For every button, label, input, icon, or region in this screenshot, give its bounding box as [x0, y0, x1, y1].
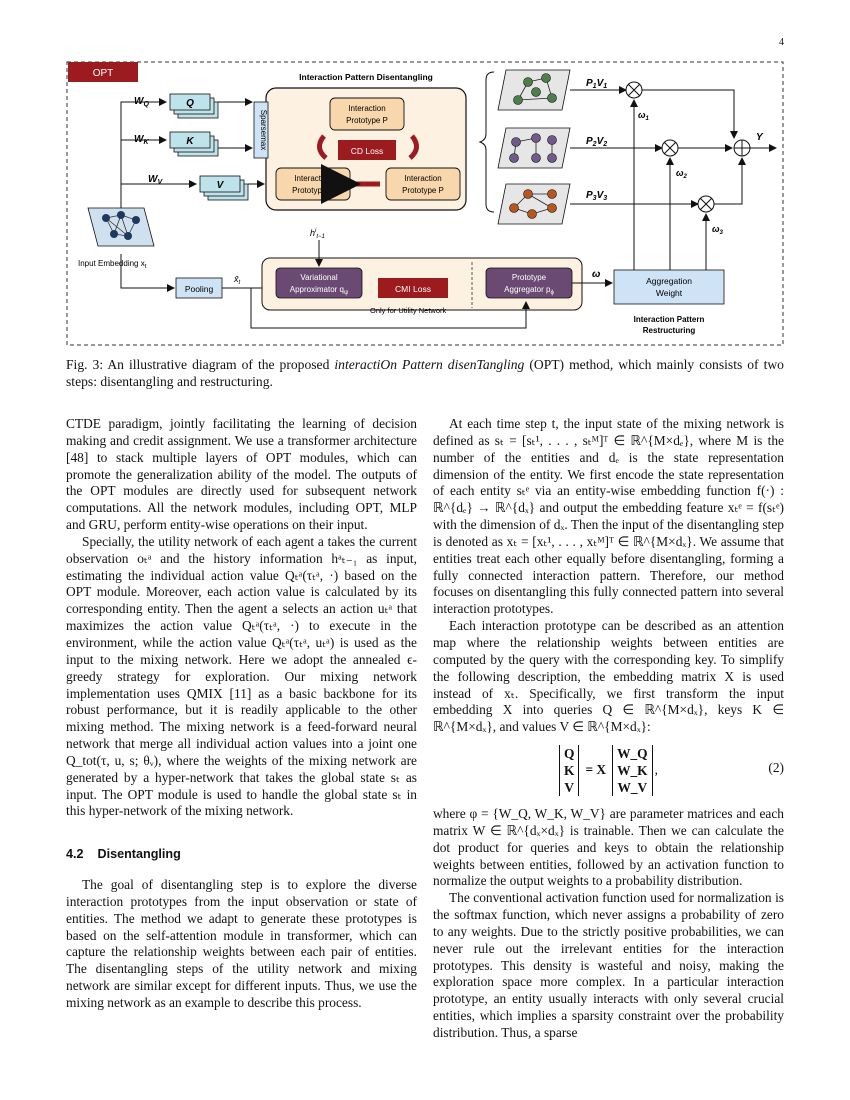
restructuring-title-2: Restructuring — [643, 326, 696, 335]
k-stack: K — [169, 131, 219, 157]
cd-loss-box — [338, 140, 396, 160]
left-column: CTDE paradigm, jointly facilitating the … — [66, 416, 417, 1012]
graph-1 — [497, 69, 571, 111]
eq-number: (2) — [768, 760, 784, 776]
only-utility-label: Only for Utility Network — [370, 306, 447, 315]
prototype-2-line1: Interaction — [294, 174, 331, 183]
right-column: At each time step t, the input state of … — [433, 416, 784, 1042]
wv-label: WV — [148, 174, 163, 186]
h-label: hit−1 — [310, 228, 325, 240]
w1-label: ω1 — [638, 110, 650, 122]
v-stack: V — [199, 175, 249, 201]
w3-label: ω3 — [712, 224, 724, 236]
pv3-label: P3V3 — [586, 190, 607, 202]
eq-lhs-matrix: Q K V — [559, 744, 580, 796]
prototype-3-box — [385, 167, 461, 201]
opt-tag-label: OPT — [93, 68, 114, 79]
pv1-label: P1V1 — [586, 78, 607, 90]
sparsemax-box — [253, 101, 269, 159]
q-stack: Q — [169, 93, 219, 119]
cmi-loss-box — [378, 278, 448, 298]
page-number: 4 — [779, 37, 784, 48]
prototype-2-line2: Prototype P — [292, 186, 334, 195]
left-paragraph-2: Specially, the utility network of each a… — [66, 533, 417, 819]
prototype-1-line1: Interaction — [348, 104, 385, 113]
aggregation-weight-box — [613, 269, 725, 305]
left-paragraph-3: The goal of disentangling step is to exp… — [66, 877, 417, 1010]
eq-mid: = X — [585, 761, 607, 777]
graph-3 — [497, 183, 571, 225]
cmi-loss-label: CMI Loss — [395, 284, 431, 294]
cd-arrow-right — [408, 134, 419, 160]
right-paragraph-2: Each interaction prototype can be descri… — [433, 618, 784, 735]
prototype-1-box — [329, 97, 405, 131]
w2-label: ω2 — [676, 168, 688, 180]
right-paragraph-3: where φ = {W_Q, W_K, W_V} are parameter … — [433, 806, 784, 889]
prototype-3-line2: Prototype P — [402, 186, 444, 195]
variational-line1: Variational — [300, 273, 337, 282]
eq-rhs-matrix: W_Q W_K W_V — [612, 744, 653, 796]
prototype-3-line1: Interaction — [404, 174, 441, 183]
prototype-2-box — [275, 167, 351, 201]
agg-line1: Aggregation — [646, 276, 692, 286]
variational-line2: Approximator qψ — [290, 285, 349, 296]
graph-2 — [497, 127, 571, 169]
input-network-icon — [87, 207, 155, 247]
disentangling-title: Interaction Pattern Disentangling — [299, 72, 433, 82]
prototype-1-line2: Prototype P — [346, 116, 388, 125]
cd-loss-label: CD Loss — [351, 146, 384, 156]
svg-text:V: V — [217, 180, 225, 191]
y-label: Y — [756, 132, 764, 143]
xbar-label: x̄t — [233, 274, 241, 286]
omega-label: ω — [592, 269, 601, 280]
outer-border — [66, 61, 784, 346]
right-paragraph-4: The conventional activation function use… — [433, 890, 784, 1040]
opt-tag — [68, 62, 138, 82]
pooling-label: Pooling — [185, 284, 214, 294]
variational-approximator-box — [275, 267, 363, 299]
input-embedding-label: Input Embedding xt — [78, 259, 147, 270]
brace — [478, 71, 495, 213]
right-paragraph-1: At each time step t, the input state of … — [433, 416, 784, 617]
equation-2: Q K V = X W_Q W_K W_V , (2) — [433, 742, 784, 798]
pv2-label: P2V2 — [586, 136, 607, 148]
svg-text:Q: Q — [186, 98, 194, 109]
left-paragraph-1: CTDE paradigm, jointly facilitating the … — [66, 416, 417, 533]
proto-agg-line2: Aggregator pϕ — [504, 285, 554, 296]
restructuring-title-1: Interaction Pattern — [634, 315, 705, 324]
agg-line2: Weight — [656, 288, 683, 298]
sparsemax-label: Sparsemax — [259, 110, 268, 150]
svg-text:K: K — [186, 136, 194, 147]
figure-caption: Fig. 3: An illustrative diagram of the p… — [66, 357, 784, 389]
proto-agg-line1: Prototype — [512, 273, 547, 282]
opt-diagram: OPT Interaction Pattern Disentangling Sp… — [66, 61, 784, 346]
cd-arrow-left — [317, 134, 328, 160]
